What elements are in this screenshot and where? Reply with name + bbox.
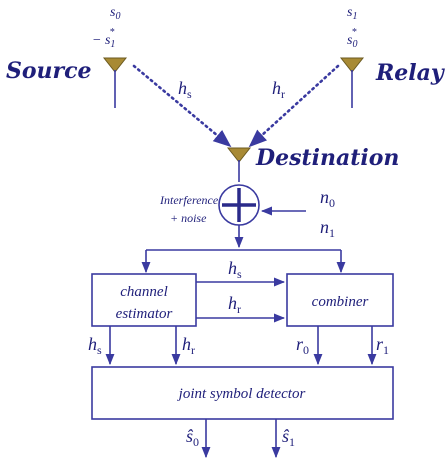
destination-antenna-icon — [226, 147, 252, 182]
relay-symbol-top: s1 — [347, 5, 357, 22]
s0hat-label: ŝ0 — [186, 426, 199, 449]
source-symbol-bottom: − s1* — [92, 27, 115, 50]
combiner-label: combiner — [312, 294, 369, 310]
hs-link-label: hs — [178, 78, 192, 101]
summing-junction-icon — [218, 184, 260, 226]
joint-symbol-detector-label: joint symbol detector — [177, 386, 306, 402]
relay-label: Relay — [375, 60, 446, 86]
hr-link-label: hr — [272, 78, 285, 101]
combiner-block — [286, 273, 394, 327]
channel-estimator-line2: estimator — [116, 306, 173, 322]
relay-antenna-icon — [339, 57, 365, 108]
hs-combiner-label: hs — [228, 258, 242, 281]
hr-combiner-label: hr — [228, 293, 241, 316]
hs-detector-label: hs — [88, 334, 102, 357]
s1hat-label: ŝ1 — [282, 426, 295, 449]
noise-n0: n0 — [320, 187, 335, 210]
destination-label: Destination — [255, 145, 399, 171]
joint-symbol-detector-block — [91, 366, 394, 420]
r0-label: r0 — [296, 334, 309, 357]
relay-symbol-bottom: s0* — [347, 27, 357, 50]
source-antenna-icon — [102, 57, 128, 108]
noise-label: + noise — [170, 211, 207, 225]
source-symbol-top: s0 — [110, 5, 120, 22]
source-link — [132, 64, 232, 148]
source-label: Source — [6, 58, 92, 84]
channel-estimator-line1: channel — [120, 284, 167, 300]
hr-detector-label: hr — [182, 334, 195, 357]
noise-n1: n1 — [320, 217, 335, 240]
interference-label: Interference — [159, 193, 219, 207]
channel-estimator-block — [91, 273, 197, 327]
r1-label: r1 — [376, 334, 389, 357]
relay-link — [248, 64, 340, 148]
